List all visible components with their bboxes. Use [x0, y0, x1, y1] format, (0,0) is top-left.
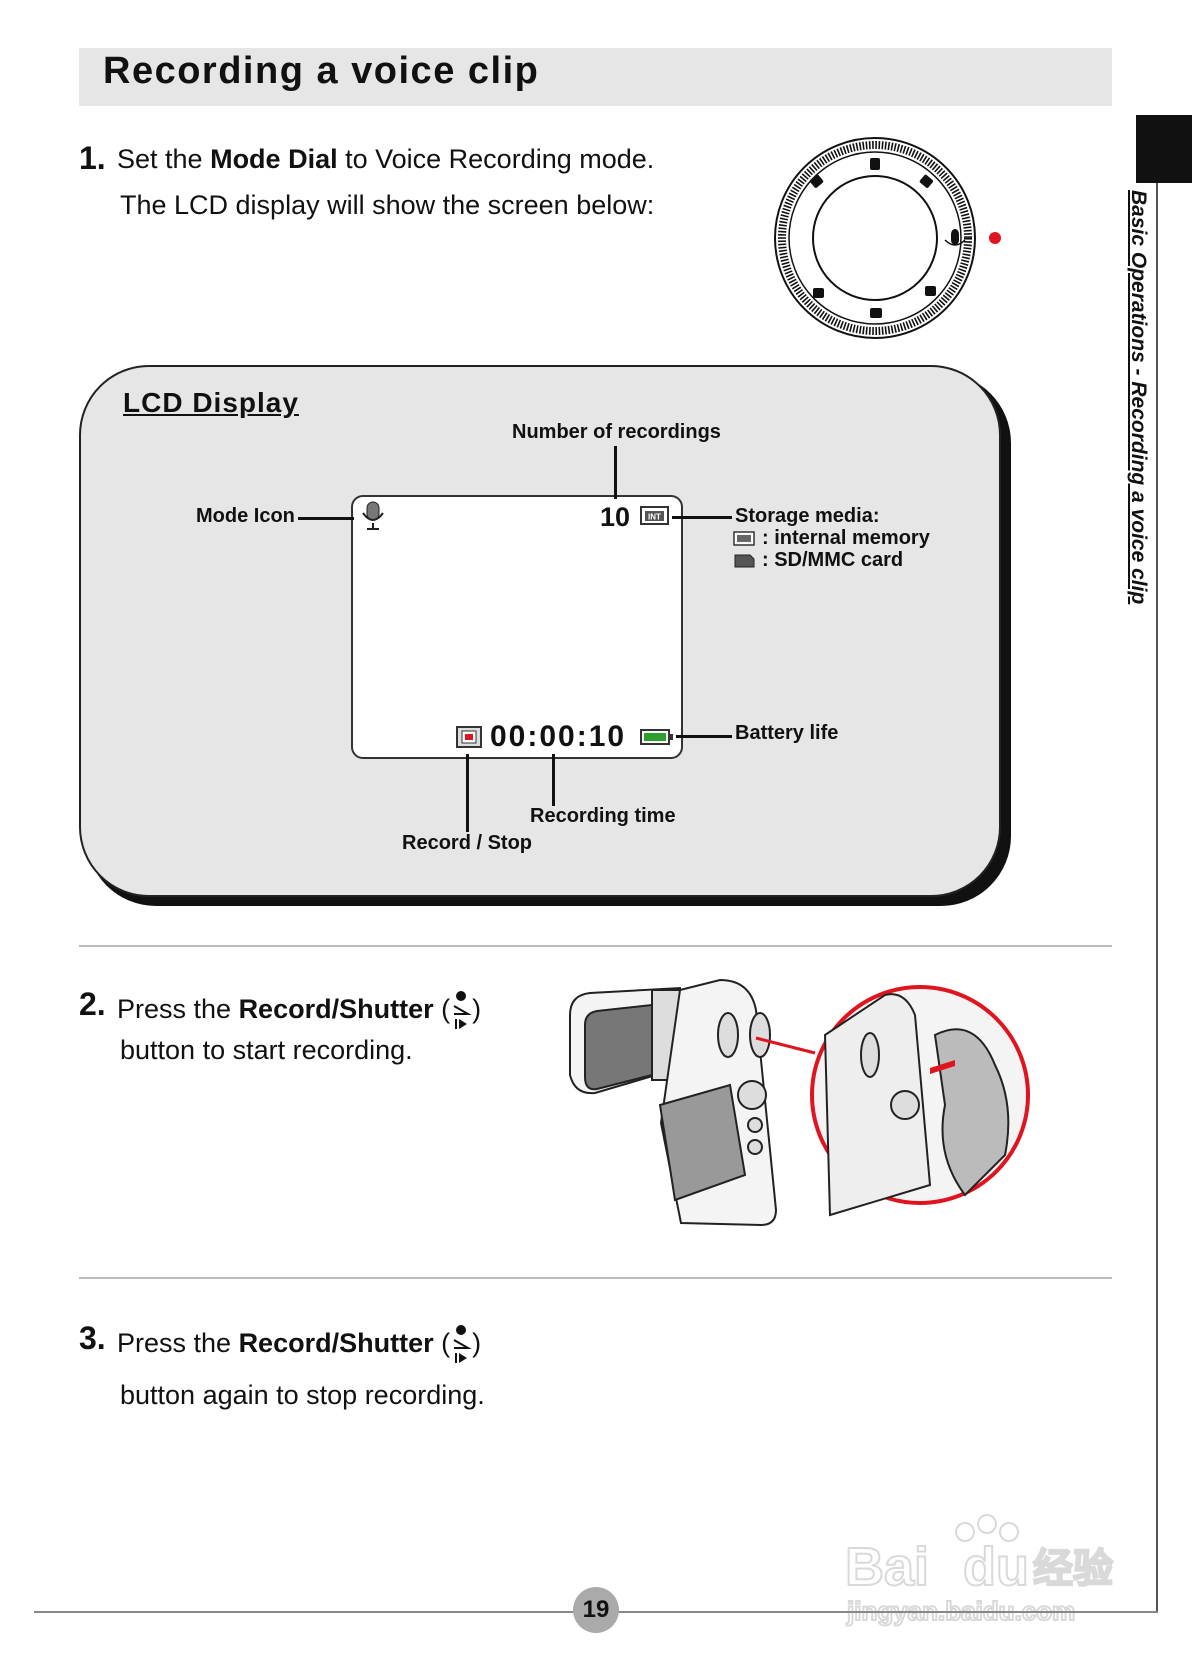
- voice-mode-marker: [989, 232, 1001, 244]
- step2-record-shutter: Record/Shutter: [238, 994, 434, 1024]
- step1-line1-pre: Set the: [117, 144, 211, 174]
- paw-icon: [955, 1522, 975, 1542]
- step3-line2: button again to stop recording.: [120, 1380, 485, 1410]
- title-bar: [79, 48, 1112, 106]
- page-number: 19: [582, 1596, 610, 1623]
- lcd-heading: LCD Display: [123, 387, 299, 418]
- record-shutter-icon: [453, 1325, 472, 1363]
- callout-line-mode-icon: [298, 517, 354, 520]
- callout-line-recording-time: [552, 754, 555, 806]
- step2-line1: Press the Record/Shutter (): [117, 990, 481, 1030]
- lcd-screen: [351, 495, 683, 759]
- label-internal-memory: : internal memory: [762, 527, 930, 549]
- step1-line2: The LCD display will show the screen bel…: [120, 190, 655, 220]
- step3-paren-close: ): [472, 1328, 482, 1358]
- watermark-brand: Bai: [845, 1537, 929, 1597]
- callout-line-battery: [676, 735, 732, 738]
- step2-paren-close: ): [472, 994, 482, 1024]
- label-mode-icon: Mode Icon: [196, 505, 295, 527]
- mode-dial-illustration: [774, 137, 1001, 339]
- step3-paren-open: (: [433, 1328, 451, 1358]
- label-battery-life: Battery life: [735, 722, 839, 744]
- recording-time-value: 00:00:10: [490, 720, 627, 753]
- label-storage-media: Storage media:: [735, 505, 880, 527]
- label-recording-time: Recording time: [530, 805, 676, 827]
- label-number-of-recordings: Number of recordings: [512, 421, 721, 443]
- label-sd-card: : SD/MMC card: [762, 549, 904, 571]
- callout-line-record-stop: [466, 754, 469, 832]
- microphone-icon: [362, 501, 384, 530]
- internal-memory-legend-icon: [733, 531, 755, 546]
- step1-line1-post: to Voice Recording mode.: [337, 144, 655, 174]
- page-title: Recording a voice clip: [103, 50, 540, 92]
- side-rule: [1156, 183, 1158, 1613]
- baidu-watermark: Bai du 经验 jingyan.baidu.com: [845, 1514, 1114, 1627]
- page-number-badge: [573, 1587, 619, 1633]
- step3-record-shutter: Record/Shutter: [238, 1328, 434, 1358]
- side-section-label: Basic Operations - Recording a voice cli…: [1120, 190, 1172, 790]
- section-divider-1: [79, 945, 1112, 947]
- mode-dial: [774, 137, 1001, 339]
- step2-line2: button to start recording.: [120, 1035, 413, 1065]
- step2-line1-pre: Press the: [117, 994, 239, 1024]
- step3-number: 3.: [79, 1320, 106, 1356]
- step1-line1: Set the Mode Dial to Voice Recording mod…: [117, 144, 654, 175]
- callout-line-storage: [672, 516, 732, 519]
- section-divider-2: [79, 1277, 1112, 1279]
- callout-line-recordings: [614, 446, 617, 499]
- recording-count: 10: [600, 502, 631, 532]
- step1-mode-dial: Mode Dial: [210, 144, 338, 174]
- internal-memory-icon-text: INT: [648, 513, 661, 522]
- label-record-stop: Record / Stop: [402, 832, 533, 854]
- side-section-text: Basic Operations - Recording a voice cli…: [1127, 190, 1150, 605]
- internal-memory-icon: INT: [640, 506, 669, 525]
- step2-paren-open: (: [433, 994, 451, 1024]
- watermark-brand2: du: [963, 1537, 1029, 1597]
- record-stop-icon: [456, 726, 482, 748]
- step2-number: 2.: [79, 986, 106, 1022]
- camcorder-drawing: [569, 978, 778, 1227]
- step3-line1-pre: Press the: [117, 1328, 239, 1358]
- battery-icon: [640, 729, 673, 745]
- record-shutter-icon: [453, 991, 472, 1029]
- zoom-detail-circle: [810, 985, 1030, 1217]
- zoom-connector-line: [755, 1036, 816, 1055]
- sd-card-legend-icon: [734, 554, 755, 568]
- section-tab-marker: [1136, 115, 1192, 183]
- dial-mode-icons: [810, 158, 966, 318]
- step1-number: 1.: [79, 140, 106, 176]
- watermark-cn: 经验: [1033, 1547, 1113, 1591]
- camera-illustration: [569, 978, 1030, 1227]
- press-arrow: [930, 1060, 955, 1074]
- step3-line1: Press the Record/Shutter (): [117, 1324, 481, 1364]
